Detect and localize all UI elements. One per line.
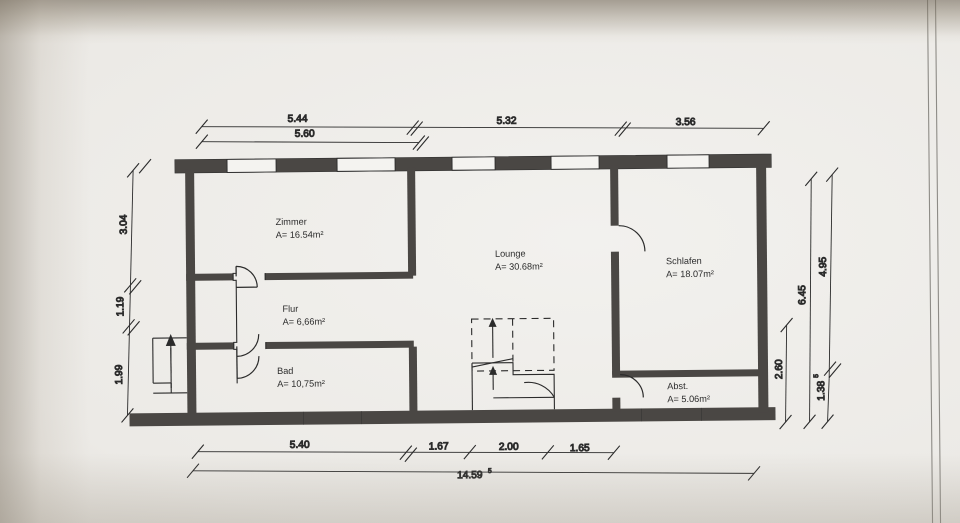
interior-wall-flur-bad-right [265,340,414,350]
interior-wall-zimmer-flur-right [265,271,414,281]
dimension-right-495: 4.95 [817,167,842,379]
room-area-lounge: A= 30.68m² [495,261,543,271]
dim-bottom-200: 2.00 [499,442,519,453]
dim-top-544: 5.44 [288,114,308,125]
dim-top-532: 5.32 [497,116,517,127]
bottom-wall [129,407,776,427]
room-label-zimmer: Zimmer [276,217,307,227]
interior-wall-zimmer-flur [186,273,234,281]
dimension-bottom-total: 14.59 5 [186,463,761,482]
doors [232,225,646,398]
door-zimmer-flur [235,265,258,288]
top-wall-with-windows [174,153,772,174]
interior-wall-lounge-abst [612,397,621,412]
dim-right-138-superscript: 5 [813,374,820,378]
room-label-flur: Flur [282,304,298,314]
dimension-top-upper-chain: 5.44 5.32 3.56 [195,113,771,138]
dim-bottom-167: 1.67 [429,441,449,452]
interior-wall-lounge-schlafen-lower [610,251,621,375]
dim-bottom-total: 14.59 [457,470,483,481]
door-flur-bad [236,334,260,379]
room-label-abst: Abst. [667,381,688,391]
room-label-lounge: Lounge [495,249,526,259]
dim-left-304: 3.04 [119,214,130,234]
left-exterior-wall [185,169,197,416]
dimension-right: 2.60 6.45 4.95 [773,167,842,430]
room-labels: Zimmer A= 16.54m² Flur A= 6,66m² Bad A= … [276,217,714,405]
room-area-abst: A= 5.06m² [667,394,710,404]
dim-top-560: 5.60 [295,129,315,140]
dim-bottom-165: 1.65 [570,443,590,454]
dim-bottom-540: 5.40 [290,440,310,451]
dimension-top: 5.44 5.32 3.56 5.60 [195,113,771,151]
interior-wall-lounge-schlafen [610,165,619,226]
building-walls [129,153,776,427]
staircase [471,317,555,411]
room-label-bad: Bad [277,366,293,376]
room-area-flur: A= 6,66m² [283,316,326,326]
dim-right-138: 1.38 [816,381,827,401]
interior-wall-zimmer-lounge [407,167,417,276]
dimension-bottom: 5.40 1.67 2.00 1.65 14.59 5 [186,439,761,482]
dimension-right-645: 6.45 [797,171,818,430]
dimension-top-lower-chain: 5.60 [195,128,430,151]
room-area-bad: A= 10,75m² [277,378,325,388]
door-lounge-abst [620,374,644,398]
right-exterior-wall [756,164,769,413]
dim-right-495: 4.95 [818,256,829,276]
interior-wall-flur-bad-left [186,342,234,350]
dim-bottom-total-superscript: 5 [488,468,492,475]
room-label-schlafen: Schlafen [666,256,702,266]
dim-right-645: 6.45 [797,285,808,305]
entrance-steps [152,333,188,394]
interior-wall-schlafen-abst [612,369,763,378]
interior-wall-bad-lounge [408,346,418,414]
dim-left-119: 1.19 [115,296,126,316]
flur-opening-outline [232,266,267,384]
dimension-bottom-chain: 5.40 1.67 2.00 1.65 [191,439,621,463]
room-area-zimmer: A= 16.54m² [276,230,324,240]
dimension-left: 3.04 1.19 1.99 [113,158,152,423]
dimension-right-260: 2.60 [773,317,793,430]
room-area-schlafen: A= 18.07m² [666,269,714,279]
dimension-right-138: 1.38 5 [813,373,834,430]
dim-left-199: 1.99 [114,364,125,384]
dim-top-356: 3.56 [676,117,696,128]
dim-right-260: 2.60 [774,359,785,379]
door-lounge-schlafen [618,225,646,252]
